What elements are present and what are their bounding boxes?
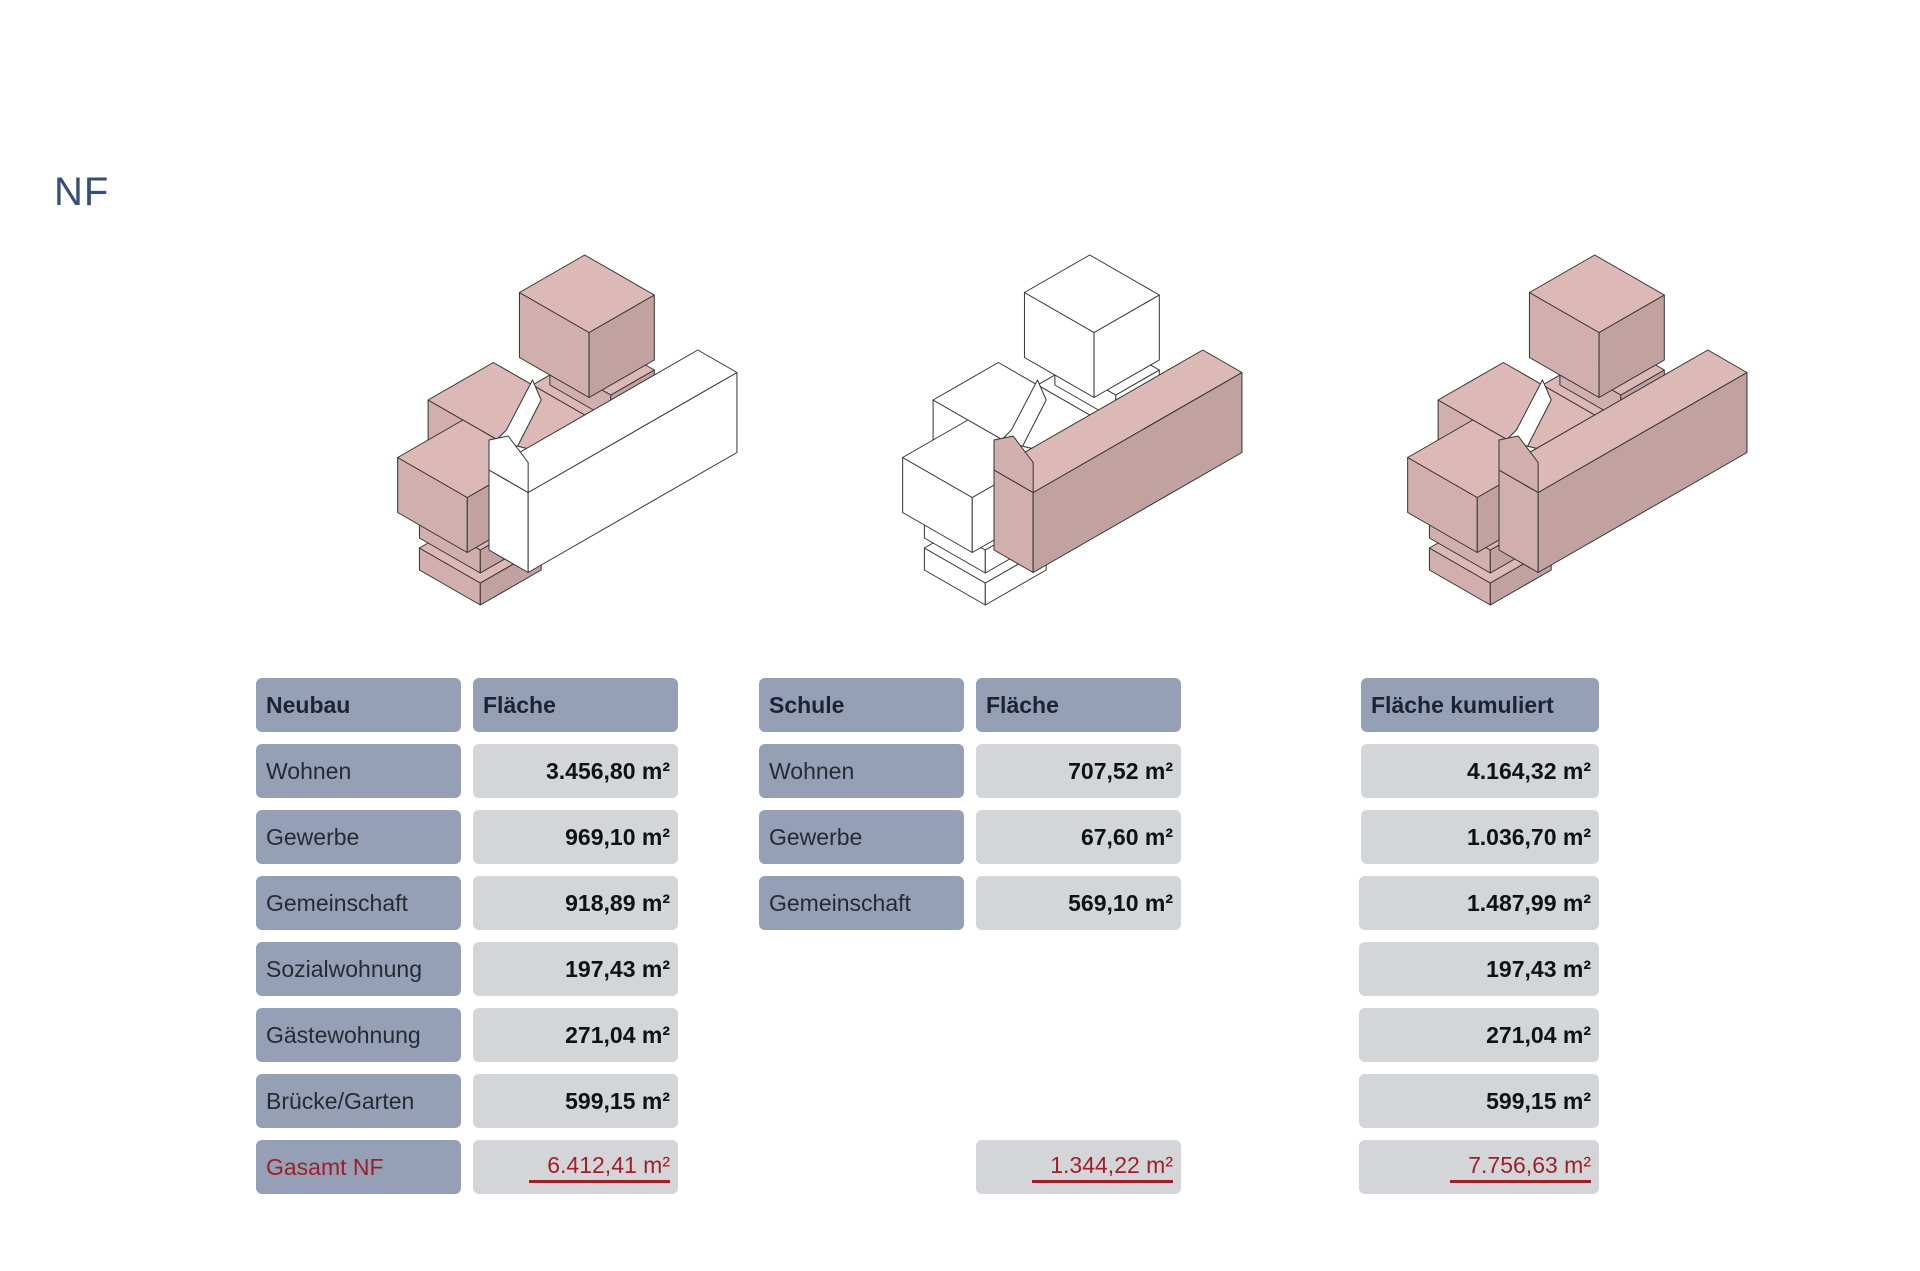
total-value-kumuliert: 7.756,63 m² <box>1359 1140 1599 1194</box>
row-value-gaestewohnung: 271,04 m² <box>1359 1008 1599 1062</box>
building-diagram-schule <box>760 254 1243 640</box>
row-label-gaestewohnung: Gästewohnung <box>256 1008 461 1062</box>
row-value-gewerbe: 969,10 m² <box>473 810 678 864</box>
total-value-text: 1.344,22 m² <box>1032 1152 1173 1183</box>
row-value-gewerbe: 1.036,70 m² <box>1361 810 1599 864</box>
block-long <box>488 349 738 573</box>
row-label-bruecke-garten: Brücke/Garten <box>256 1074 461 1128</box>
row-value-bruecke-garten: 599,15 m² <box>1359 1074 1599 1128</box>
row-value-wohnen: 4.164,32 m² <box>1361 744 1599 798</box>
total-value-text: 7.756,63 m² <box>1450 1152 1591 1183</box>
row-label-wohnen: Wohnen <box>256 744 461 798</box>
row-value-gemeinschaft: 918,89 m² <box>473 876 678 930</box>
row-value-gaestewohnung: 271,04 m² <box>473 1008 678 1062</box>
row-value-gewerbe: 67,60 m² <box>976 810 1181 864</box>
total-value-schule: 1.344,22 m² <box>976 1140 1181 1194</box>
total-value-neubau: 6.412,41 m² <box>473 1140 678 1194</box>
row-label-wohnen: Wohnen <box>759 744 964 798</box>
row-value-gemeinschaft: 569,10 m² <box>976 876 1181 930</box>
header-neubau: Neubau <box>256 678 461 732</box>
block-long <box>993 349 1243 573</box>
row-value-gemeinschaft: 1.487,99 m² <box>1359 876 1599 930</box>
building-diagram-neubau <box>255 254 738 640</box>
block-long <box>1498 349 1748 573</box>
header-flaeche: Fläche <box>976 678 1181 732</box>
total-value-text: 6.412,41 m² <box>529 1152 670 1183</box>
row-value-wohnen: 3.456,80 m² <box>473 744 678 798</box>
total-label: Gasamt NF <box>256 1140 461 1194</box>
row-value-wohnen: 707,52 m² <box>976 744 1181 798</box>
row-label-gemeinschaft: Gemeinschaft <box>759 876 964 930</box>
row-value-sozialwohnung: 197,43 m² <box>1359 942 1599 996</box>
block-left <box>1407 419 1552 606</box>
row-label-gewerbe: Gewerbe <box>256 810 461 864</box>
page-title: NF <box>54 170 110 214</box>
header-flaeche-kumuliert: Fläche kumuliert <box>1361 678 1599 732</box>
row-value-sozialwohnung: 197,43 m² <box>473 942 678 996</box>
row-label-sozialwohnung: Sozialwohnung <box>256 942 461 996</box>
building-diagram-kumuliert <box>1265 254 1748 640</box>
row-label-gewerbe: Gewerbe <box>759 810 964 864</box>
header-schule: Schule <box>759 678 964 732</box>
row-value-bruecke-garten: 599,15 m² <box>473 1074 678 1128</box>
header-flaeche: Fläche <box>473 678 678 732</box>
row-label-gemeinschaft: Gemeinschaft <box>256 876 461 930</box>
